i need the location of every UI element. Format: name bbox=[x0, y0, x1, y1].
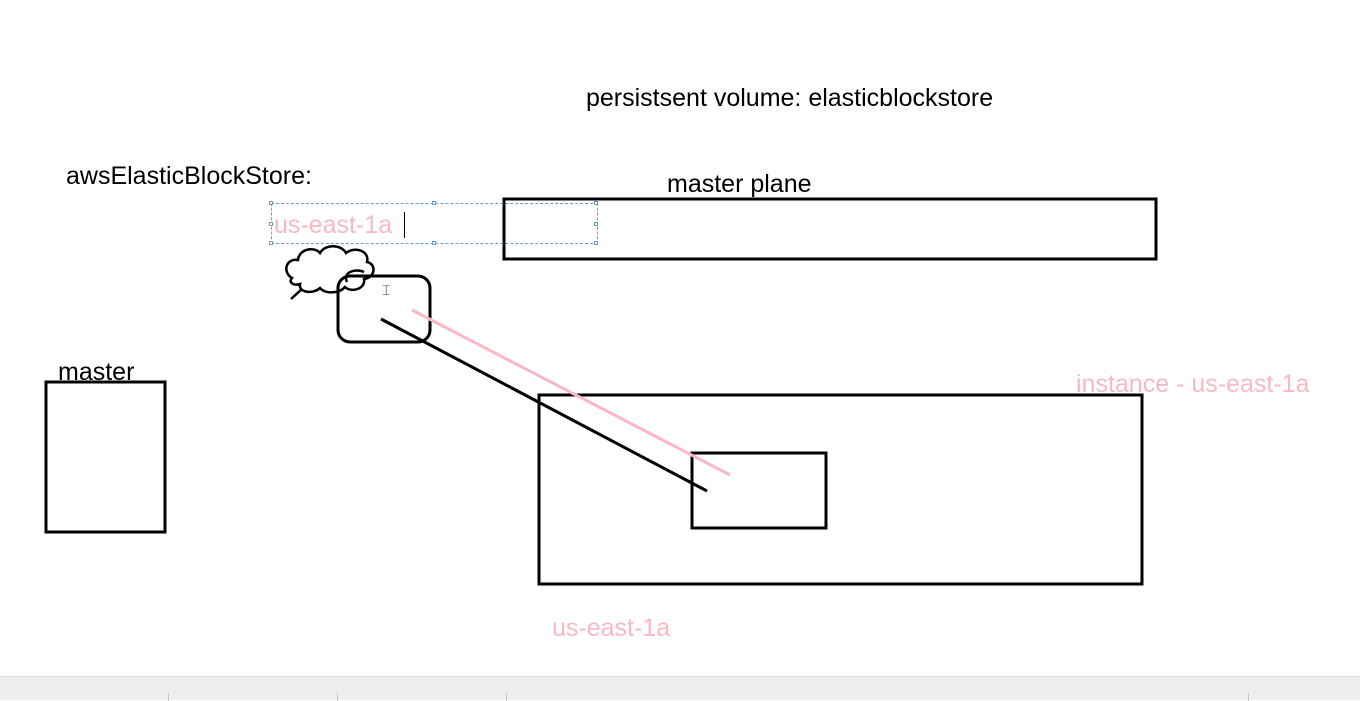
status-bar-divider bbox=[506, 693, 507, 701]
attached-volume-box bbox=[690, 451, 828, 530]
instance-zone-label: instance - us-east-1a bbox=[1076, 370, 1310, 398]
aws-ebs-label: awsElasticBlockStore: bbox=[66, 162, 312, 190]
status-bar-divider bbox=[337, 693, 338, 701]
thought-cloud-icon bbox=[285, 245, 375, 300]
whiteboard-canvas[interactable]: persistsent volume: elasticblockstore aw… bbox=[0, 0, 1360, 676]
master-plane-label: master plane bbox=[667, 170, 812, 198]
highlight-line bbox=[411, 308, 731, 477]
text-caret bbox=[404, 212, 405, 238]
zone-bottom-label: us-east-1a bbox=[552, 614, 671, 642]
attach-line bbox=[380, 317, 708, 493]
resize-handle-top-right[interactable] bbox=[594, 201, 598, 205]
ebs-volume-box bbox=[336, 274, 432, 344]
master-box bbox=[44, 380, 167, 534]
resize-handle-left[interactable] bbox=[269, 222, 273, 226]
instance-box bbox=[537, 393, 1144, 586]
selected-text-box[interactable] bbox=[269, 201, 598, 245]
resize-handle-bottom-right[interactable] bbox=[594, 241, 598, 245]
status-bar bbox=[0, 676, 1360, 701]
resize-handle-bottom[interactable] bbox=[432, 241, 436, 245]
zone-textbox-text[interactable]: us-east-1a bbox=[274, 211, 393, 239]
master-label: master bbox=[58, 358, 135, 386]
persistent-volume-title: persistsent volume: elasticblockstore bbox=[586, 84, 994, 112]
resize-handle-right[interactable] bbox=[594, 222, 598, 226]
diagram-drawing bbox=[44, 197, 1158, 586]
resize-handle-top-left[interactable] bbox=[269, 201, 273, 205]
status-bar-divider bbox=[1248, 693, 1249, 701]
master-plane-box bbox=[502, 197, 1158, 261]
status-bar-divider bbox=[168, 693, 169, 701]
resize-handle-top[interactable] bbox=[432, 201, 436, 205]
resize-handle-bottom-left[interactable] bbox=[269, 241, 273, 245]
i-beam-cursor-icon: ⌶ bbox=[382, 283, 391, 299]
